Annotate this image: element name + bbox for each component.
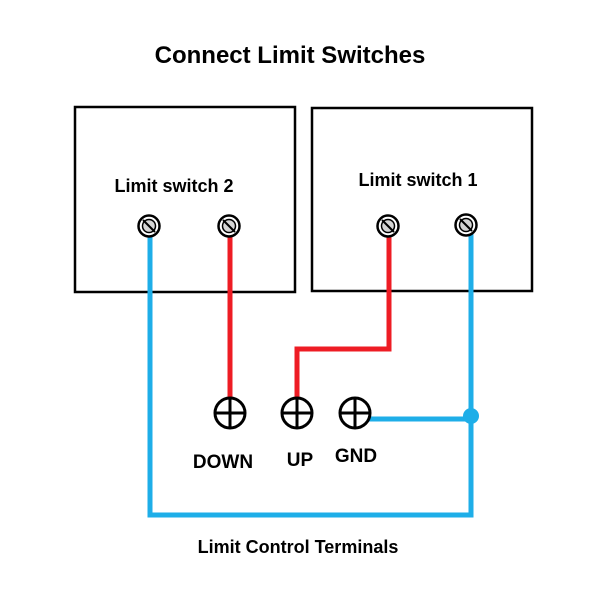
screw-icon: [376, 214, 400, 238]
terminal-crosshair-icon: [280, 396, 314, 430]
terminals-caption: Limit Control Terminals: [198, 537, 399, 557]
terminal-label-down: DOWN: [193, 452, 253, 473]
limit-switch-2-label: Limit switch 2: [114, 176, 233, 196]
ground-wire-loop: [147, 224, 474, 518]
screw-icon: [454, 213, 478, 237]
terminal-crosshair-icon: [338, 396, 372, 430]
limit-switch-1-label: Limit switch 1: [358, 170, 477, 190]
up-wire: [294, 228, 392, 412]
wires-group: [147, 224, 474, 518]
terminal-label-up: UP: [287, 450, 314, 471]
terminal-crosshair-icon: [213, 396, 247, 430]
screw-icon: [137, 214, 161, 238]
terminal-label-gnd: GND: [335, 446, 377, 467]
junction-dot-icon: [463, 408, 479, 424]
screw-icon: [217, 214, 241, 238]
diagram-title: Connect Limit Switches: [155, 42, 426, 69]
limit-switch-1-box: [310, 106, 534, 293]
limit-switch-2-box: [73, 105, 297, 294]
